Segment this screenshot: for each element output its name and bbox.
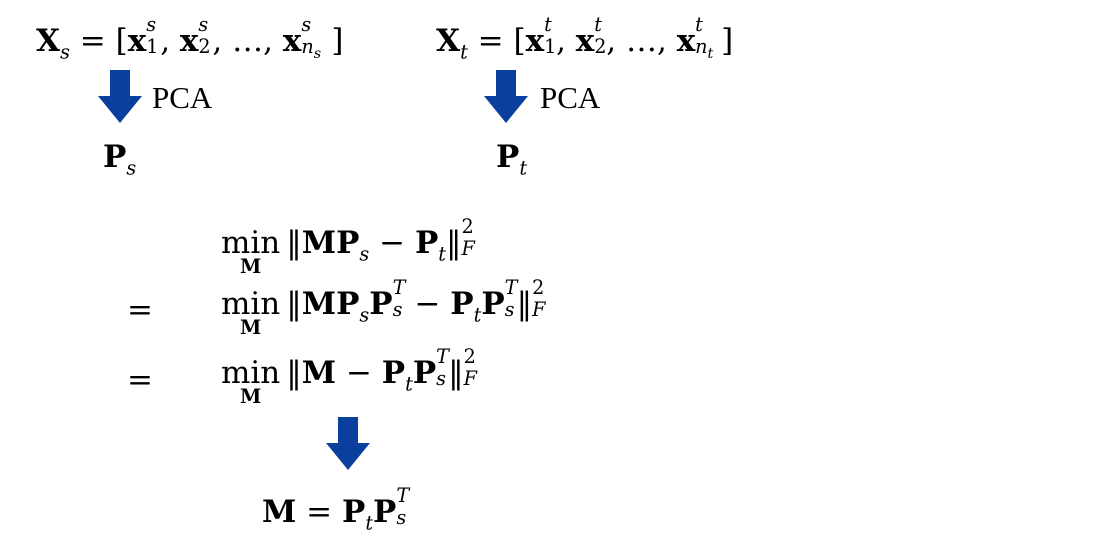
source-matrix-symbol: X (36, 23, 61, 59)
equals-sign-3: = (127, 362, 153, 398)
target-matrix-symbol: X (436, 23, 461, 59)
target-matrix-subscript: t (460, 40, 468, 64)
pca-label-target: PCA (540, 80, 601, 115)
source-matrix-subscript: s (60, 40, 70, 64)
pca-label-source: PCA (152, 80, 213, 115)
equals-sign-2: = (127, 292, 153, 328)
result-arrow-icon (326, 417, 370, 470)
pca-arrow-source-icon (98, 70, 142, 123)
pca-arrow-target-icon (484, 70, 528, 123)
target-matrix-equation: Xt = [x​t1, x​t2, …, x​tnt] (436, 13, 734, 64)
ps-subscript: s (126, 156, 137, 180)
source-subspace: Ps (103, 139, 136, 178)
ps-symbol: P (103, 139, 127, 175)
source-matrix-equation: Xs = [x​s1, x​s2, …, x​sns] (36, 13, 344, 64)
result-equation: M = PtP​Ts (262, 484, 410, 534)
target-subspace: Pt (496, 139, 527, 178)
pt-subscript: t (519, 156, 528, 180)
pt-symbol: P (496, 139, 520, 175)
